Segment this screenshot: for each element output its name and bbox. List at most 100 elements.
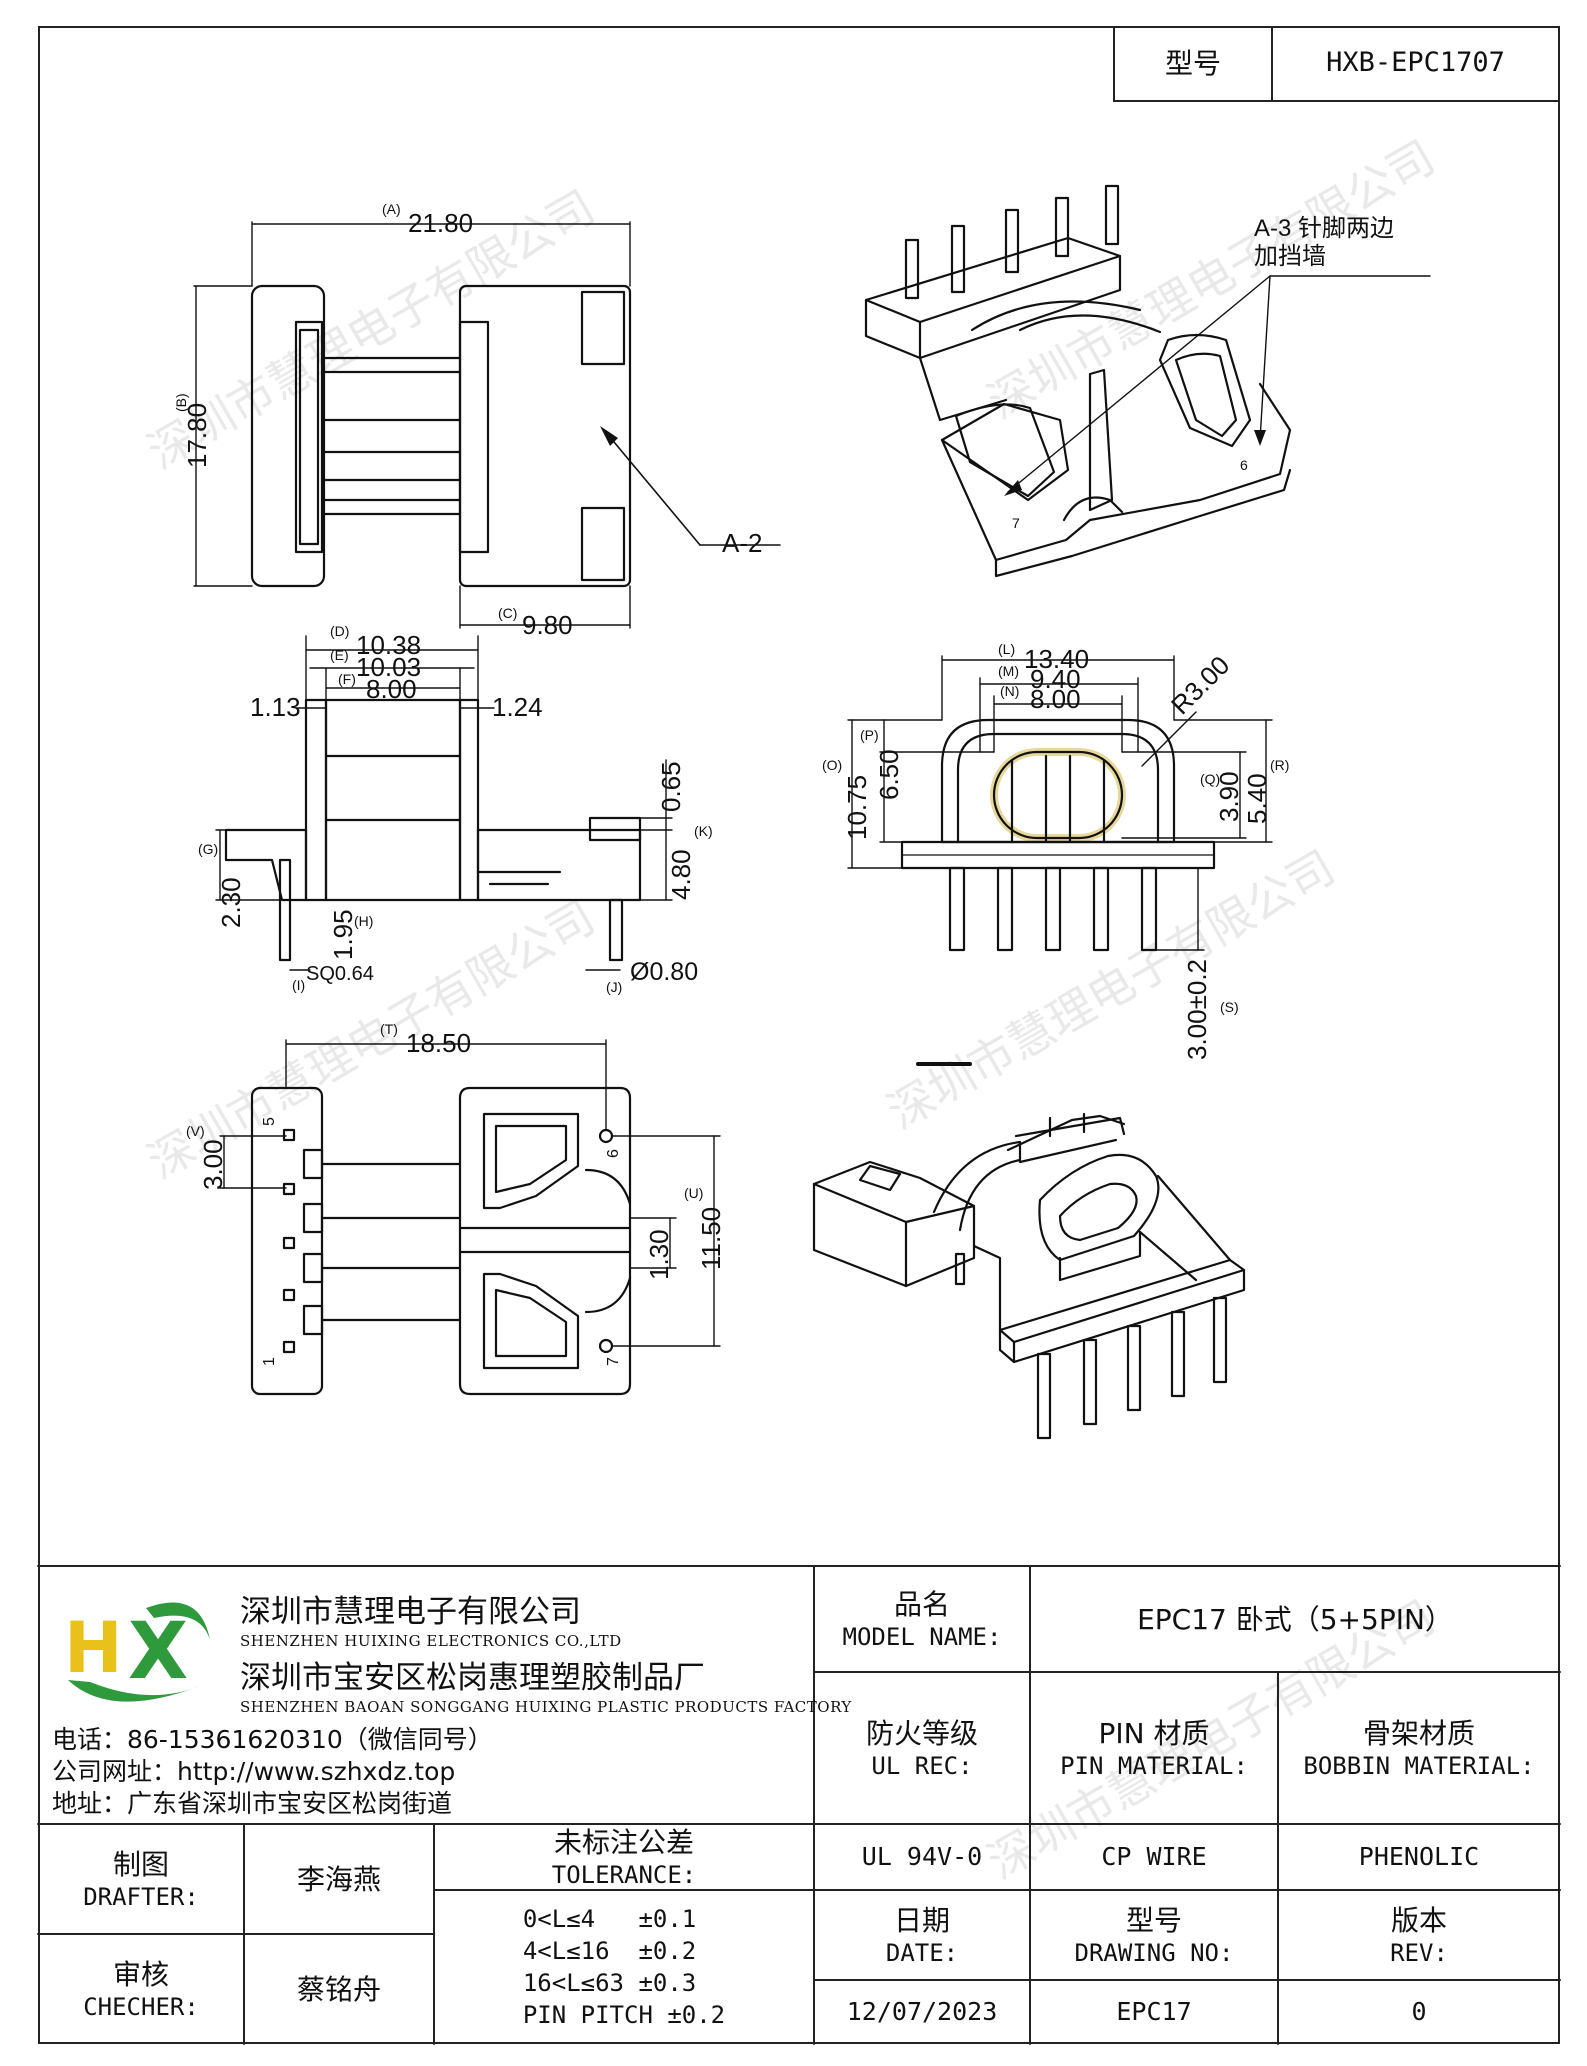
pin-label-1: 1	[261, 1357, 278, 1366]
dim-t-tag: (T)	[380, 1021, 398, 1037]
dim-e-tag: (E)	[330, 647, 349, 663]
dim-o: 10.75	[842, 775, 872, 840]
checker-label: 审核 CHECHER:	[38, 1934, 244, 2044]
rev-label: 版本 REV:	[1278, 1890, 1560, 1980]
pin-material-value: CP WIRE	[1030, 1824, 1278, 1890]
factory-name-en: SHENZHEN BAOAN SONGGANG HUIXING PLASTIC …	[240, 1698, 852, 1716]
dim-j-tag: (J)	[606, 979, 622, 995]
logo-letter-x: X	[128, 1607, 188, 1697]
rev-label-zh: 版本	[1390, 1903, 1447, 1937]
dim-h-tag: (H)	[354, 913, 373, 929]
iso-pin-7: 7	[1012, 515, 1020, 531]
drafter-label-zh: 制图	[112, 1847, 169, 1881]
dim-q-tag: (Q)	[1200, 771, 1220, 787]
drafter-label: 制图 DRAFTER:	[38, 1824, 244, 1934]
iso-pin-6: 6	[1240, 457, 1248, 473]
tolerance-row-3: 16<L≤63 ±0.3	[522, 1969, 697, 1997]
date-label: 日期 DATE:	[814, 1890, 1030, 1980]
drawing-no-label: 型号 DRAWING NO:	[1030, 1890, 1278, 1980]
ul-rec-label-zh: 防火等级	[865, 1716, 978, 1750]
dim-e: 10.03	[356, 652, 421, 682]
rev-value: 0	[1278, 1980, 1560, 2044]
dim-u-tag: (U)	[684, 1185, 703, 1201]
side-view-labels: (D) 10.38 (E) 10.03 (F) 8.00 1.13 1.24 (…	[198, 623, 713, 995]
dim-left-113: 1.13	[250, 692, 301, 722]
dim-right-124: 1.24	[492, 692, 543, 722]
tolerance-row-1: 0<L≤4 ±0.1	[522, 1905, 697, 1933]
dim-a: 21.80	[408, 208, 473, 238]
top-view	[193, 221, 781, 629]
dim-h: 1.95	[328, 909, 358, 960]
company-name-zh: 深圳市慧理电子有限公司	[240, 1594, 581, 1630]
drafter-value: 李海燕	[244, 1824, 434, 1934]
checker-value-text: 蔡铭舟	[296, 1972, 381, 2006]
pin-label-6: 6	[605, 1149, 622, 1158]
date-label-zh: 日期	[893, 1903, 950, 1937]
dim-o-tag: (O)	[822, 757, 842, 773]
logo-graphic: H X	[64, 1602, 210, 1702]
date-label-en: DATE:	[885, 1938, 959, 1967]
bottom-view-labels: (T) 18.50 (V) 3.00 (U) 11.50 1.30 5 1 6 …	[186, 1021, 726, 1366]
date-value: 12/07/2023	[814, 1980, 1030, 2044]
dim-u: 11.50	[696, 1207, 726, 1270]
bobbin-material-value-text: PHENOLIC	[1358, 1842, 1480, 1872]
bobbin-material-label-zh: 骨架材质	[1362, 1716, 1475, 1750]
tolerance-table: 0<L≤4 ±0.1 4<L≤16 ±0.2 16<L≤63 ±0.3 PIN …	[434, 1890, 814, 2044]
model-name-label-en: MODEL NAME:	[842, 1622, 1002, 1651]
iso-view-bottom	[812, 1062, 1246, 1440]
header-model-label: 型号	[1113, 26, 1273, 102]
company-name-en: SHENZHEN HUIXING ELECTRONICS CO.,LTD	[240, 1632, 622, 1650]
dim-g-tag: (G)	[198, 841, 218, 857]
ul-rec-label: 防火等级 UL REC:	[814, 1672, 1030, 1824]
tolerance-row-2: 4<L≤16 ±0.2	[522, 1937, 697, 1965]
tolerance-rows: 0<L≤4 ±0.1 4<L≤16 ±0.2 16<L≤63 ±0.3 PIN …	[523, 1903, 725, 2031]
date-value-text: 12/07/2023	[846, 1997, 998, 2027]
drafter-label-en: DRAFTER:	[83, 1882, 199, 1911]
drawing-no-label-zh: 型号	[1125, 1903, 1182, 1937]
company-phone: 电话：86-15361620310（微信同号）	[52, 1725, 493, 1754]
model-name-value: EPC17 卧式（5+5PIN）	[1030, 1566, 1560, 1672]
dim-v: 3.00	[198, 1139, 228, 1190]
side-view	[215, 635, 673, 971]
dim-v-tag: (V)	[186, 1123, 205, 1139]
dim-d-tag: (D)	[330, 623, 349, 639]
model-name-label-zh: 品名	[893, 1587, 950, 1621]
dim-b-tag: (B)	[173, 393, 189, 412]
pin-material-label-en: PIN MATERIAL:	[1060, 1751, 1248, 1780]
dim-r: R3.00	[1165, 650, 1235, 720]
callout-a3-line1: A-3 针脚两边	[1254, 215, 1394, 242]
rev-value-text: 0	[1411, 1997, 1427, 2027]
dim-j: Ø0.80	[630, 958, 698, 986]
checker-label-zh: 审核	[112, 1957, 169, 1991]
dim-k-tag: (K)	[694, 823, 713, 839]
dim-n-tag: (N)	[1000, 683, 1019, 699]
title-block-grid	[37, 1565, 1561, 2045]
drawing-no-value-text: EPC17	[1116, 1997, 1192, 2027]
model-name-label: 品名 MODEL NAME:	[814, 1566, 1030, 1672]
drawing-no-value: EPC17	[1030, 1980, 1278, 2044]
front-view	[847, 655, 1273, 952]
checker-label-en: CHECHER:	[83, 1992, 199, 2021]
drafter-value-text: 李海燕	[296, 1862, 381, 1896]
factory-name-zh: 深圳市宝安区松岗惠理塑胶制品厂	[240, 1660, 705, 1696]
bobbin-material-label: 骨架材质 BOBBIN MATERIAL:	[1278, 1672, 1560, 1824]
dim-g: 2.30	[216, 877, 246, 928]
dim-c: 9.80	[522, 610, 573, 640]
dim-a-tag: (A)	[382, 201, 401, 217]
dim-n: 8.00	[1030, 684, 1081, 714]
checker-value: 蔡铭舟	[244, 1934, 434, 2044]
dim-f: 8.00	[366, 674, 417, 704]
dim-l-tag: (L)	[998, 641, 1015, 657]
dim-f-tag: (F)	[338, 671, 356, 687]
pin-label-7: 7	[605, 1357, 622, 1366]
logo-swoosh	[68, 1680, 200, 1702]
pin-material-label: PIN 材质 PIN MATERIAL:	[1030, 1672, 1278, 1824]
dim-k: 4.80	[666, 849, 696, 900]
tolerance-row-4: PIN PITCH ±0.2	[522, 2001, 726, 2029]
company-address: 地址：广东省深圳市宝安区松岗街道	[52, 1789, 453, 1818]
dim-pitch: 1.30	[644, 1229, 674, 1280]
watermark-3: 深圳市慧理电子有限公司	[879, 840, 1344, 1140]
top-view-labels: (A) 21.80 (B) 17.80 (C) 9.80 A-2	[173, 201, 762, 640]
pin-material-value-text: CP WIRE	[1101, 1842, 1207, 1872]
